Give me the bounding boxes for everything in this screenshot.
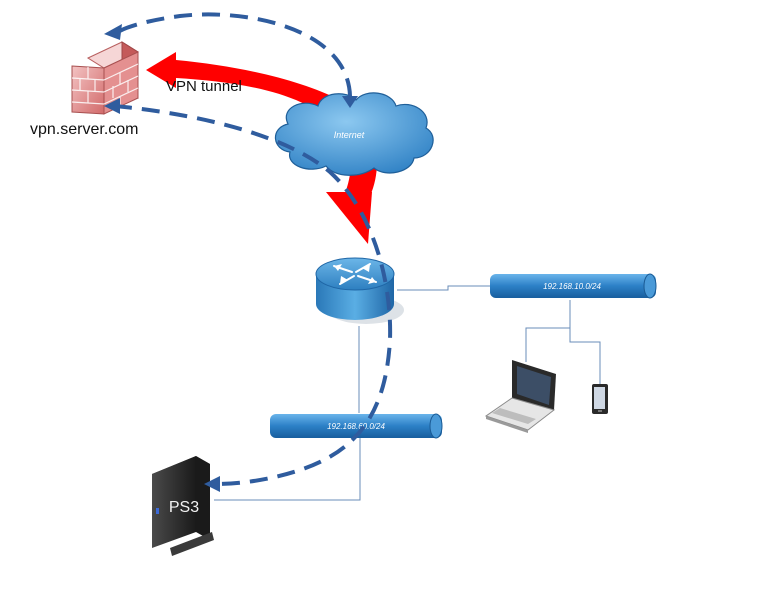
vpn-tunnel-arrow [146, 52, 377, 244]
cloud-icon [274, 92, 434, 176]
dashed-arrowheads [104, 24, 358, 492]
lan-b-label: 192.168.60.0/24 [327, 422, 385, 431]
lan-b-bus [270, 413, 443, 439]
lan-b-to-console-link [214, 438, 361, 501]
lan-a-label: 192.168.10.0/24 [543, 282, 601, 291]
lan-a-to-phone-link [569, 300, 601, 384]
router-to-lan-a-link [397, 285, 492, 291]
console-icon [152, 456, 214, 556]
vpn-tunnel-label: VPN tunnel [166, 78, 242, 95]
lan-a-bus [490, 273, 657, 299]
internet-label: Internet [334, 130, 365, 140]
console-label: PS3 [169, 499, 199, 516]
dashed-path-main [113, 104, 393, 486]
router-icon [315, 257, 404, 324]
network-links [214, 285, 601, 501]
lan-a-to-laptop-link [525, 300, 571, 362]
phone-icon [592, 384, 608, 414]
firewall-icon [71, 41, 140, 115]
vpn-server-label: vpn.server.com [30, 121, 138, 138]
laptop-icon [484, 360, 556, 433]
dashed-traffic-path [113, 12, 393, 486]
dashed-path-top [116, 12, 352, 97]
